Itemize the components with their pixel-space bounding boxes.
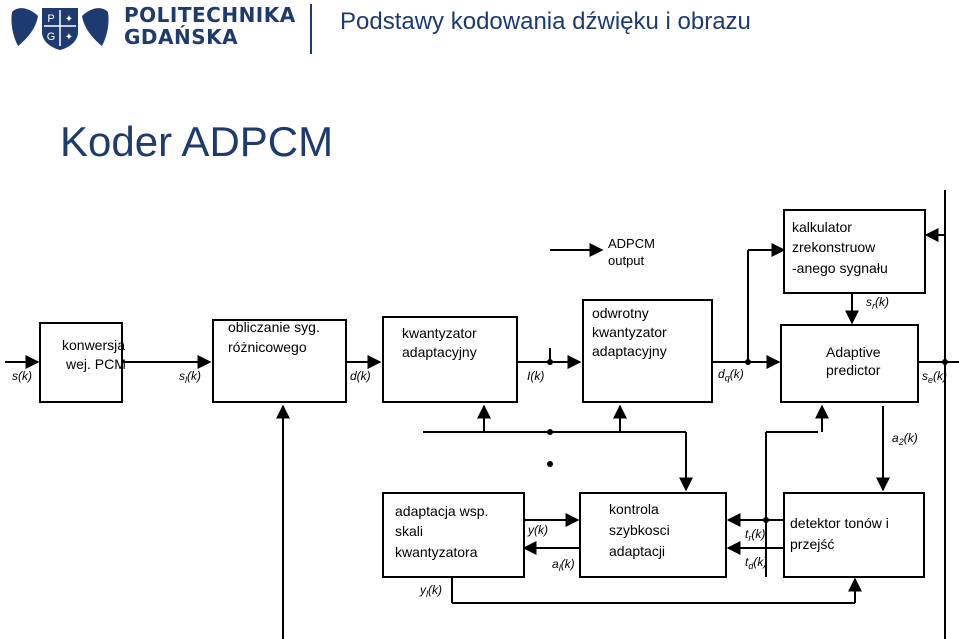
svg-text:przejść: przejść [790, 536, 834, 552]
slide-title: Koder ADPCM [60, 118, 334, 165]
signal-a2: a2(k) [892, 431, 918, 447]
svg-text:odwrotny: odwrotny [592, 305, 649, 321]
signal-I: I(k) [527, 369, 544, 383]
svg-text:ADPCM: ADPCM [608, 236, 655, 251]
logo-line-2: GDAŃSKA [124, 25, 239, 49]
svg-text:Adaptive: Adaptive [826, 344, 881, 360]
signal-d: d(k) [350, 369, 371, 383]
svg-text:predictor: predictor [826, 362, 881, 378]
signal-yl: yl(k) [419, 583, 442, 599]
signal-wires [5, 190, 959, 639]
signal-sl: sl(k) [179, 369, 201, 385]
svg-text:kwantyzatora: kwantyzatora [395, 544, 478, 560]
signal-sr: sr(k) [866, 295, 889, 311]
signal-tr: tr(k) [745, 527, 765, 543]
svg-text:P: P [47, 13, 54, 25]
svg-text:kwantyzator: kwantyzator [592, 324, 667, 340]
svg-text:konwersja: konwersja [62, 337, 125, 353]
svg-text:szybkosci: szybkosci [609, 522, 670, 538]
university-emblem-icon: P G ✦ ✦ [11, 8, 109, 50]
svg-text:G: G [47, 31, 56, 43]
svg-text:detektor tonów i: detektor tonów i [790, 515, 889, 531]
signal-al: al(k) [552, 557, 575, 573]
block-reconstructed-signal-calculator: kalkulator zrekonstruow -anego sygnału [783, 209, 926, 294]
svg-text:zrekonstruow: zrekonstruow [792, 239, 876, 255]
block-tone-transition-detector: detektor tonów i przejść [783, 492, 925, 578]
course-title: Podstawy kodowania dźwięku i obrazu [340, 8, 751, 35]
block-inverse-quantizer: odwrotny kwantyzator adaptacyjny [582, 299, 713, 403]
svg-text:skali: skali [395, 523, 423, 539]
block-scale-adaptation: adaptacja wsp. skali kwantyzatora [382, 492, 525, 578]
signal-labels: s(k) sl(k) d(k) I(k) dq(k) sr(k) se(k) a… [12, 295, 947, 599]
signal-se: se(k) [922, 369, 947, 385]
svg-text:wej. PCM: wej. PCM [65, 356, 126, 372]
svg-text:✦: ✦ [65, 32, 73, 43]
signal-y: y(k) [527, 523, 548, 537]
header-divider [310, 4, 312, 54]
svg-text:adaptacji: adaptacji [609, 543, 665, 559]
block-adaptation-speed-control: kontrola szybkosci adaptacji [579, 492, 727, 578]
svg-text:obliczanie syg.: obliczanie syg. [228, 319, 320, 335]
signal-s: s(k) [12, 369, 32, 383]
logo-line-1: POLITECHNIKA [124, 3, 296, 27]
slide-header: P G ✦ ✦ POLITECHNIKA GDAŃSKA Podstawy ko… [0, 0, 959, 58]
block-input-pcm-conversion: konwersja wej. PCM [39, 322, 126, 403]
junction-dots [547, 359, 948, 523]
svg-text:różnicowego: różnicowego [228, 339, 307, 355]
block-difference-signal: obliczanie syg. różnicowego [212, 319, 347, 403]
svg-text:adaptacyjny: adaptacyjny [402, 344, 477, 360]
svg-text:kwantyzator: kwantyzator [402, 325, 477, 341]
block-adaptive-quantizer: kwantyzator adaptacyjny [382, 316, 518, 403]
signal-td: td(k) [745, 555, 767, 571]
svg-text:✦: ✦ [65, 14, 73, 25]
svg-text:adaptacja wsp.: adaptacja wsp. [395, 503, 488, 519]
svg-text:-anego sygnału: -anego sygnału [792, 260, 888, 276]
svg-text:adaptacyjny: adaptacyjny [592, 343, 667, 359]
university-logo-text: POLITECHNIKA GDAŃSKA [124, 4, 296, 48]
adpcm-output-label: ADPCM output [608, 236, 655, 268]
svg-text:kontrola: kontrola [609, 501, 659, 517]
svg-text:output: output [608, 253, 645, 268]
svg-text:kalkulator: kalkulator [792, 219, 852, 235]
signal-dq: dq(k) [718, 367, 744, 383]
block-adaptive-predictor: Adaptive predictor [780, 324, 919, 403]
